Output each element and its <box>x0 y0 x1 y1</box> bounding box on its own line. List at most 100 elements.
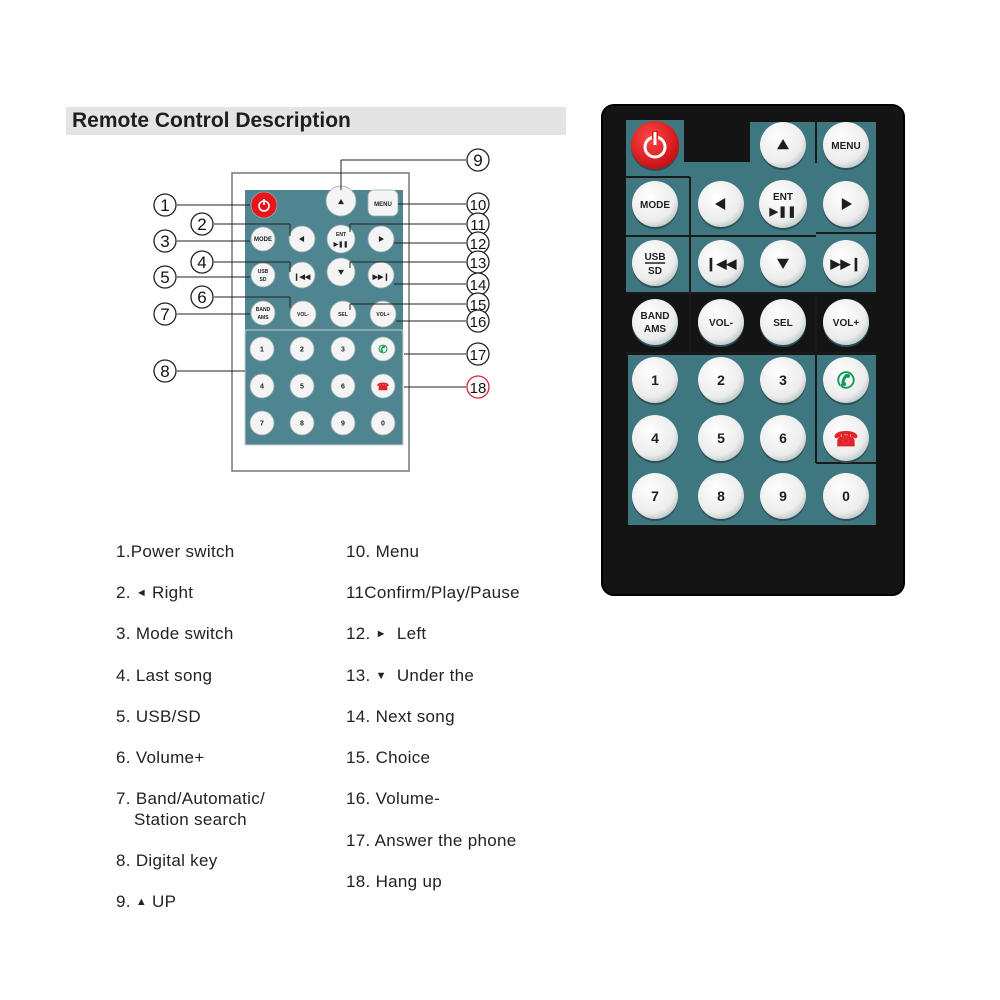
diagram-band-label: BAND <box>256 307 271 313</box>
legend-item-7-line2: Station search <box>134 810 247 829</box>
digit-label: 2 <box>717 372 725 388</box>
diagram-digit-4-button[interactable]: 4 <box>249 373 275 399</box>
digit-2-button[interactable]: 2 <box>698 357 744 405</box>
callout-number: 17 <box>470 347 487 364</box>
digit-1-button[interactable]: 1 <box>632 357 678 405</box>
diagram-digit-5-button[interactable]: 5 <box>289 373 315 399</box>
menu-button[interactable]: MENU <box>823 122 869 170</box>
diagram-answer-button[interactable]: ✆ <box>370 336 396 362</box>
diagram-vol-minus-button[interactable]: VOL- <box>289 300 317 328</box>
diagram-sd-label: SD <box>260 277 267 283</box>
diagram-sel-button-label: SEL <box>338 312 348 318</box>
hang-up-button[interactable]: ☎ <box>823 415 869 463</box>
digit-5-button[interactable]: 5 <box>698 415 744 463</box>
callout-number: 12 <box>470 236 487 253</box>
diagram-mode-button[interactable]: MODE <box>250 226 276 252</box>
digit-label: 4 <box>651 430 659 446</box>
next-track-button[interactable]: ▶▶❙ <box>823 240 869 288</box>
callout-14: 14 <box>394 272 490 296</box>
diagram-digit-6-button[interactable]: 6 <box>330 373 356 399</box>
diagram-right-button[interactable] <box>367 225 395 253</box>
diagram-digit-5-button-label: 5 <box>300 383 304 390</box>
right-arrow-icon <box>378 236 384 242</box>
diagram-digit-8-button-label: 8 <box>300 420 304 427</box>
diagram-ent-button[interactable]: ENT▶❚❚ <box>326 224 356 254</box>
legend-item-12: 12. ► Left <box>346 624 427 643</box>
diagram-left-button[interactable] <box>288 225 316 253</box>
mode-label: MODE <box>640 200 670 211</box>
digit-label: 3 <box>779 372 787 388</box>
diagram-ent-label: ENT <box>336 232 346 238</box>
diagram-sel-button[interactable]: SEL <box>329 300 357 328</box>
left-button[interactable] <box>698 181 744 229</box>
legend-item-15: 15. Choice <box>346 748 431 767</box>
callout-10: 10 <box>398 192 490 216</box>
diagram-vol-plus-button[interactable]: VOL+ <box>369 300 397 328</box>
power-button[interactable] <box>631 121 679 171</box>
diagram-menu-label: MENU <box>374 202 392 208</box>
digit-0-button[interactable]: 0 <box>823 473 869 521</box>
diagram-power-button[interactable] <box>250 191 278 219</box>
band-ams-button[interactable]: BAND AMS <box>632 299 678 347</box>
title-bar <box>66 107 566 135</box>
digit-8-button[interactable]: 8 <box>698 473 744 521</box>
usb-label: USB <box>644 252 665 263</box>
answer-phone-button[interactable]: ✆ <box>823 357 869 405</box>
diagram-digit-0-button[interactable]: 0 <box>370 410 396 436</box>
ent-play-pause-button[interactable]: ENT▶❚❚ <box>759 180 807 230</box>
diagram-digit-3-button-label: 3 <box>341 346 345 353</box>
diagram-next-button[interactable]: ▶▶❙ <box>367 261 395 289</box>
previous-track-button[interactable]: ❙◀◀ <box>698 240 744 288</box>
callout-number: 5 <box>160 268 169 287</box>
up-arrow-icon <box>338 199 344 205</box>
callout-number: 7 <box>160 305 169 324</box>
right-button[interactable] <box>823 181 869 229</box>
callout-2: 2 <box>190 212 291 236</box>
digit-label: 8 <box>717 488 725 504</box>
next-track-icon: ▶▶❙ <box>830 256 862 272</box>
page-title: Remote Control Description <box>72 109 351 132</box>
diagram-previous-button[interactable]: ❙◀◀ <box>288 261 316 289</box>
callout-9: 9 <box>340 148 490 190</box>
up-button[interactable] <box>760 122 806 170</box>
digit-3-button[interactable]: 3 <box>760 357 806 405</box>
callout-number: 16 <box>470 314 487 331</box>
diagram-digit-7-button[interactable]: 7 <box>249 410 275 436</box>
diagram-hangup-button[interactable]: ☎ <box>370 373 396 399</box>
vol-plus-button[interactable]: VOL+ <box>823 299 869 347</box>
diagram-digit-6-button-label: 6 <box>341 383 345 390</box>
legend-item-3: 3. Mode switch <box>116 624 234 643</box>
diagram-digit-1-button[interactable]: 1 <box>249 336 275 362</box>
vol-minus-button[interactable]: VOL- <box>698 299 744 347</box>
ams-label: AMS <box>644 324 667 335</box>
digit-6-button[interactable]: 6 <box>760 415 806 463</box>
diagram-digit-9-button[interactable]: 9 <box>330 410 356 436</box>
diagram-up-button[interactable] <box>325 185 357 217</box>
digit-4-button[interactable]: 4 <box>632 415 678 463</box>
callout-number: 11 <box>470 217 486 234</box>
callout-5: 5 <box>153 265 250 289</box>
remote-top-panel <box>626 120 876 293</box>
up-arrow-icon: ▲ <box>135 896 147 908</box>
callout-number: 14 <box>470 277 487 294</box>
down-button[interactable] <box>760 240 806 288</box>
diagram-digit-2-button[interactable]: 2 <box>289 336 315 362</box>
left-arrow-icon <box>715 198 726 210</box>
sel-button[interactable]: SEL <box>760 299 806 347</box>
sel-label: SEL <box>773 318 792 329</box>
diagram-digit-3-button[interactable]: 3 <box>330 336 356 362</box>
mode-button[interactable]: MODE <box>632 181 678 229</box>
diagram-menu-button[interactable]: MENU <box>367 189 399 217</box>
diagram-digit-8-button[interactable]: 8 <box>289 410 315 436</box>
digit-9-button[interactable]: 9 <box>760 473 806 521</box>
callout-number: 15 <box>470 297 487 314</box>
diagram-down-button[interactable] <box>326 257 356 287</box>
band-label: BAND <box>641 311 670 322</box>
digit-7-button[interactable]: 7 <box>632 473 678 521</box>
callout-number: 4 <box>197 253 206 272</box>
diagram-digit-1-button-label: 1 <box>260 346 264 353</box>
